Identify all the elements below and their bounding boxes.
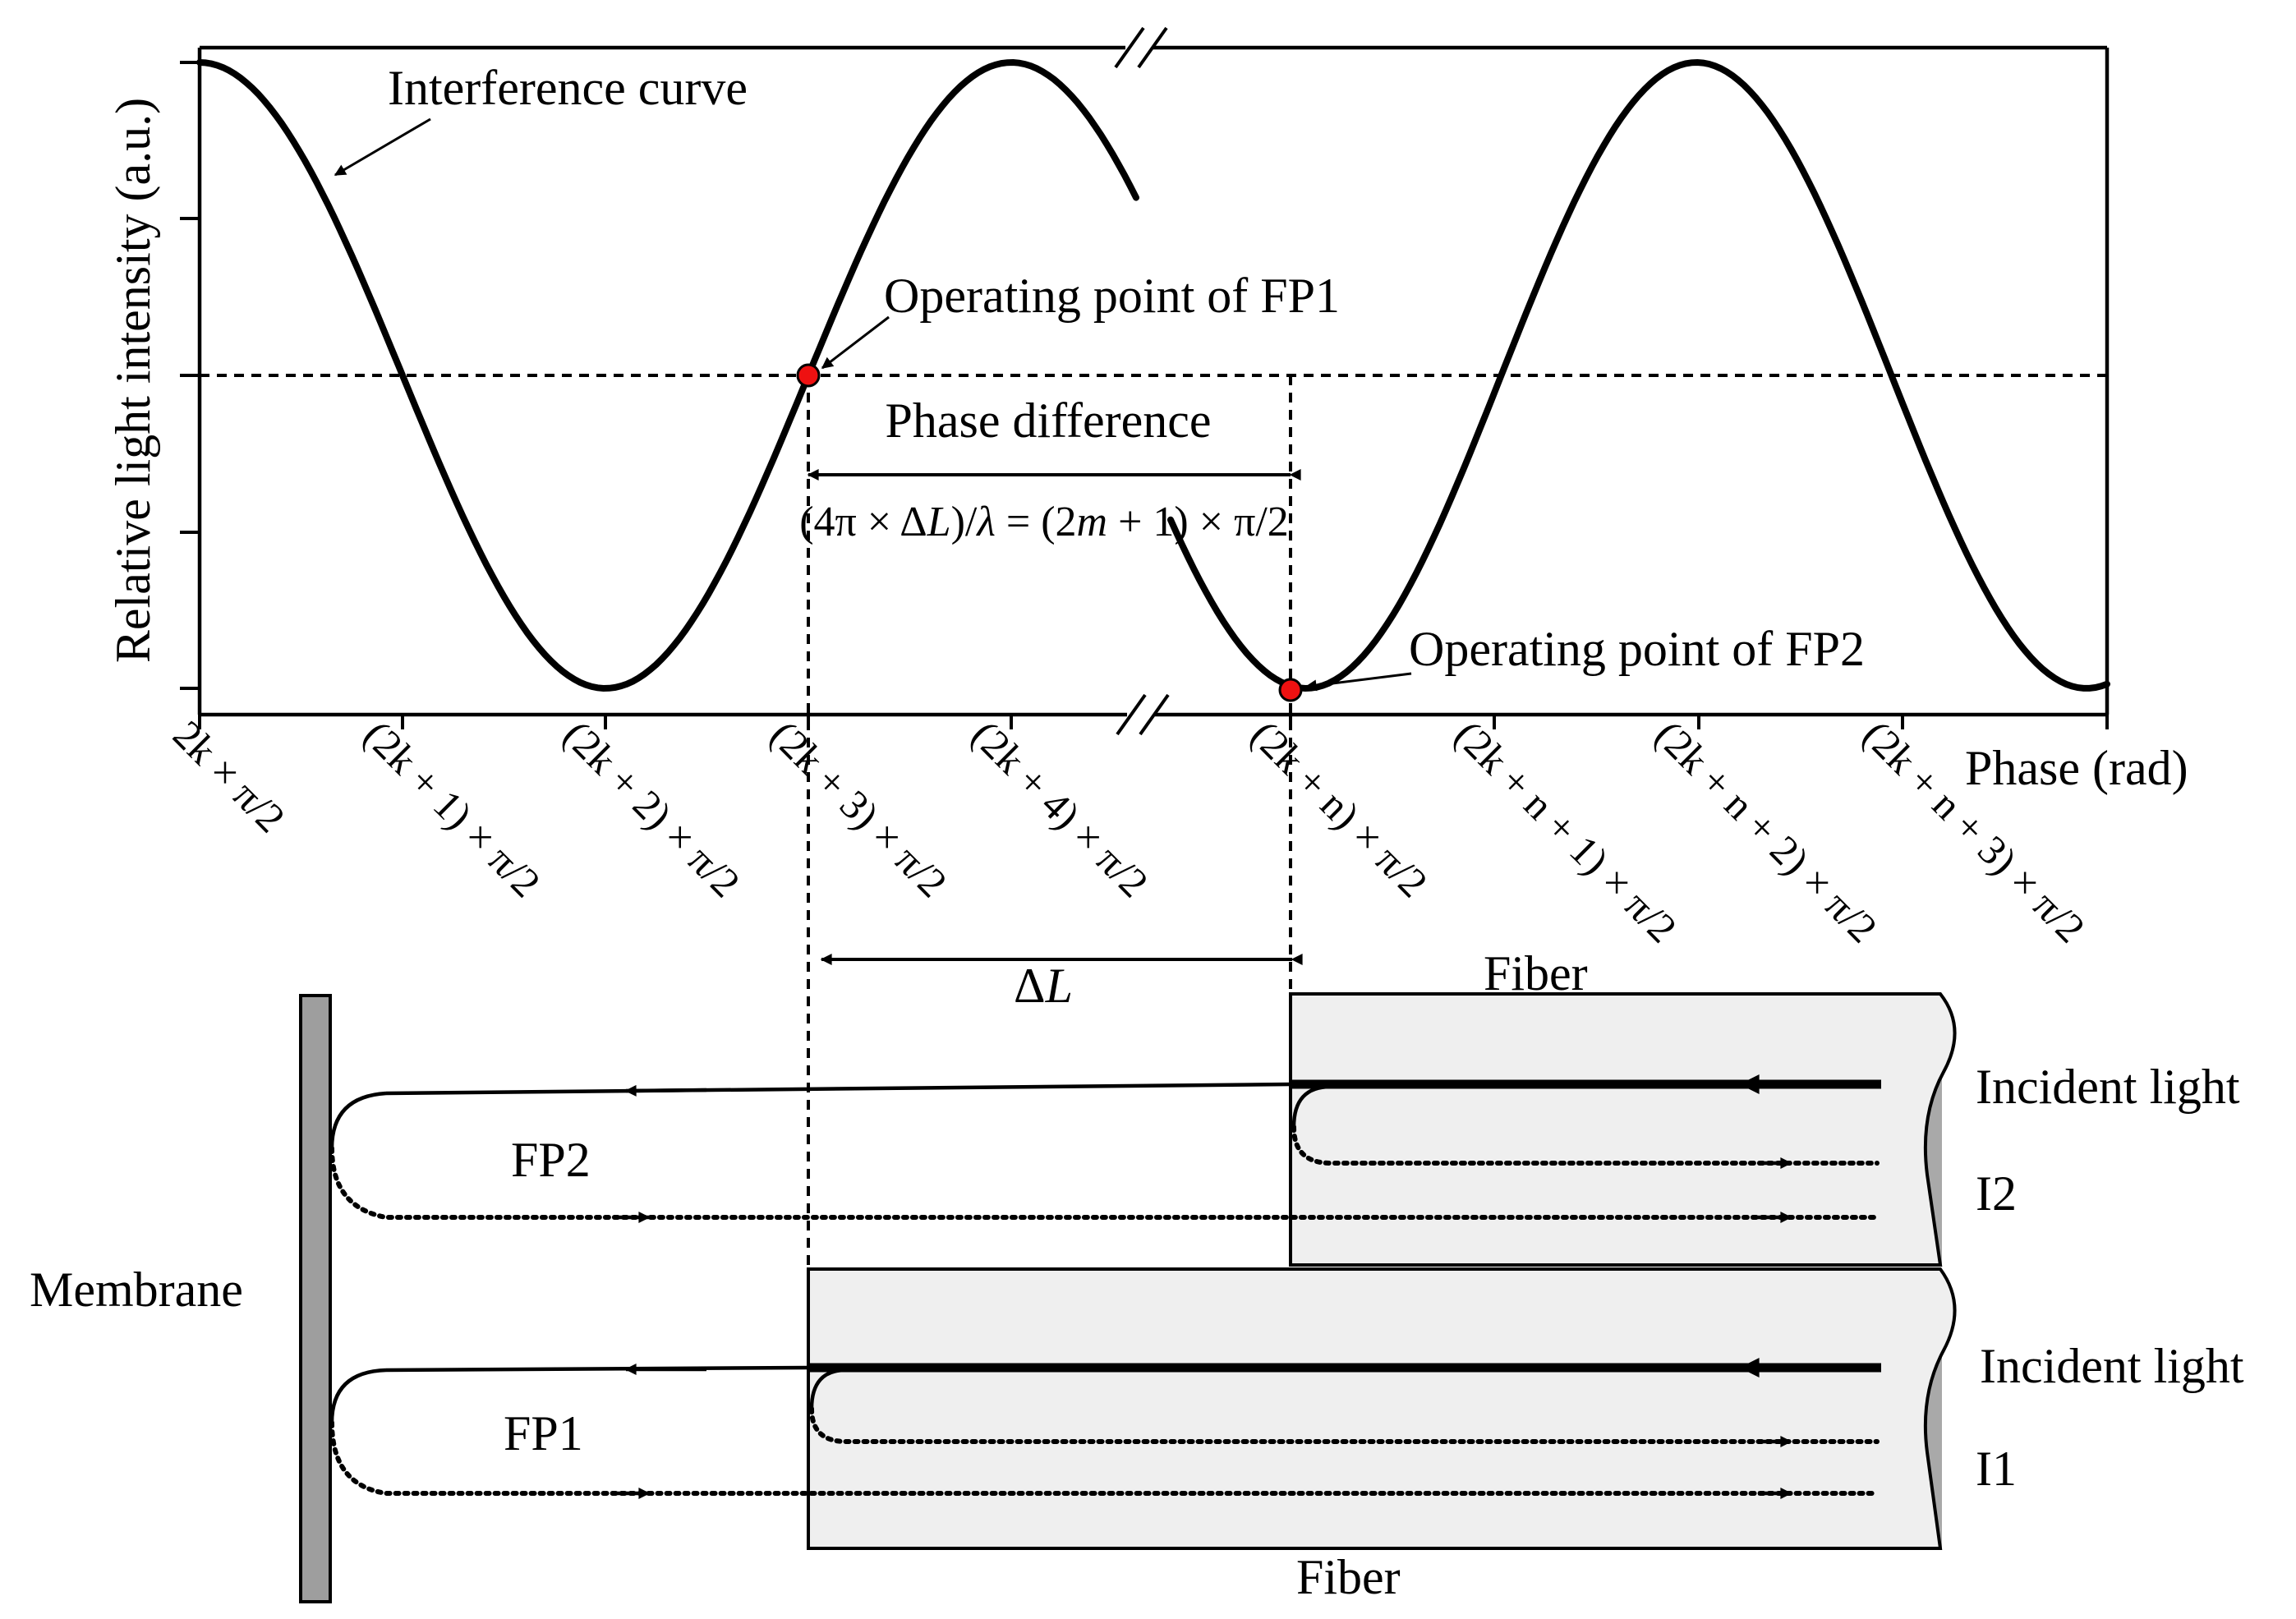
fiber-top-body bbox=[1289, 992, 1957, 1267]
membrane-reflection-curve-bottom bbox=[329, 1368, 387, 1424]
fiber-end-reflection-top bbox=[1291, 1084, 1332, 1128]
membrane-reflection-curve-top bbox=[329, 1091, 387, 1149]
membrane bbox=[299, 994, 332, 1603]
interference-curve-segment-1 bbox=[196, 58, 1139, 692]
fiber-top-label: Fiber bbox=[1484, 946, 1588, 1000]
fp2-point-label: Operating point of FP2 bbox=[1409, 622, 1865, 676]
delta-l-label: ΔL bbox=[1014, 959, 1073, 1013]
fiber-end-return-bottom bbox=[809, 1406, 1880, 1444]
incident-beam-top-arrow bbox=[624, 1084, 707, 1097]
x-tick-label: 2k × π/2 bbox=[164, 711, 294, 841]
phase-difference-label: Phase difference bbox=[885, 393, 1211, 448]
fp2-operating-point bbox=[1278, 678, 1303, 702]
y-ticks bbox=[180, 61, 200, 690]
fp1-light-paths bbox=[329, 1358, 1881, 1499]
membrane-reflection-return-bottom bbox=[329, 1420, 1880, 1496]
fp1-label: FP1 bbox=[504, 1406, 583, 1460]
i2-label: I2 bbox=[1976, 1166, 2017, 1221]
x-ticks bbox=[198, 715, 2109, 729]
i1-label: I1 bbox=[1976, 1442, 2017, 1496]
phase-equation: (4π × ΔL)/λ = (2m + 1) × π/2 bbox=[799, 499, 1289, 545]
fp1-point-label: Operating point of FP1 bbox=[884, 269, 1340, 323]
curve-label-arrow bbox=[334, 117, 431, 177]
incident-light-top-label: Incident light bbox=[1976, 1060, 2240, 1114]
y-axis-label: Relative light intensity (a.u.) bbox=[106, 98, 160, 663]
membrane-label: Membrane bbox=[30, 1263, 243, 1317]
fiber-top bbox=[1289, 992, 1957, 1267]
x-tick-label: (2k + 1) × π/2 bbox=[355, 711, 550, 906]
x-tick-label: (2k + 3) × π/2 bbox=[761, 711, 956, 906]
fiber-end-reflection-bottom bbox=[809, 1368, 847, 1410]
x-tick-label: (2k + 4) × π/2 bbox=[963, 711, 1157, 906]
fiber-bottom-label: Fiber bbox=[1296, 1550, 1401, 1604]
fp1-label-arrow bbox=[821, 315, 890, 370]
fiber-bottom-body bbox=[807, 1267, 1957, 1550]
incident-beam-bottom-to-membrane bbox=[385, 1365, 809, 1373]
fiber-bottom bbox=[807, 1267, 1957, 1550]
axis-break-top bbox=[1114, 26, 1168, 69]
incident-beam-top-to-membrane bbox=[385, 1082, 1291, 1096]
x-axis-label: Phase (rad) bbox=[1965, 741, 2188, 795]
curve-label: Interference curve bbox=[388, 61, 748, 115]
axis-break-bottom bbox=[1116, 693, 1170, 736]
x-tick-label: (2k + n) × π/2 bbox=[1242, 711, 1437, 906]
fp2-label-arrow bbox=[1304, 672, 1412, 692]
x-tick-label: (2k + 2) × π/2 bbox=[554, 711, 749, 906]
incident-light-bottom-label: Incident light bbox=[1980, 1339, 2244, 1393]
fp2-label: FP2 bbox=[511, 1133, 591, 1187]
x-tick-labels: 2k × π/2 (2k + 1) × π/2 (2k + 2) × π/2 (… bbox=[164, 711, 2094, 951]
membrane-reflection-return-top bbox=[329, 1146, 1880, 1220]
sensor-schematic: ΔL bbox=[30, 946, 2244, 1604]
fp1-operating-point bbox=[796, 363, 821, 388]
plot-frame bbox=[197, 45, 2110, 717]
fp2-light-paths bbox=[329, 1074, 1881, 1223]
fiber-end-return-top bbox=[1291, 1125, 1880, 1166]
